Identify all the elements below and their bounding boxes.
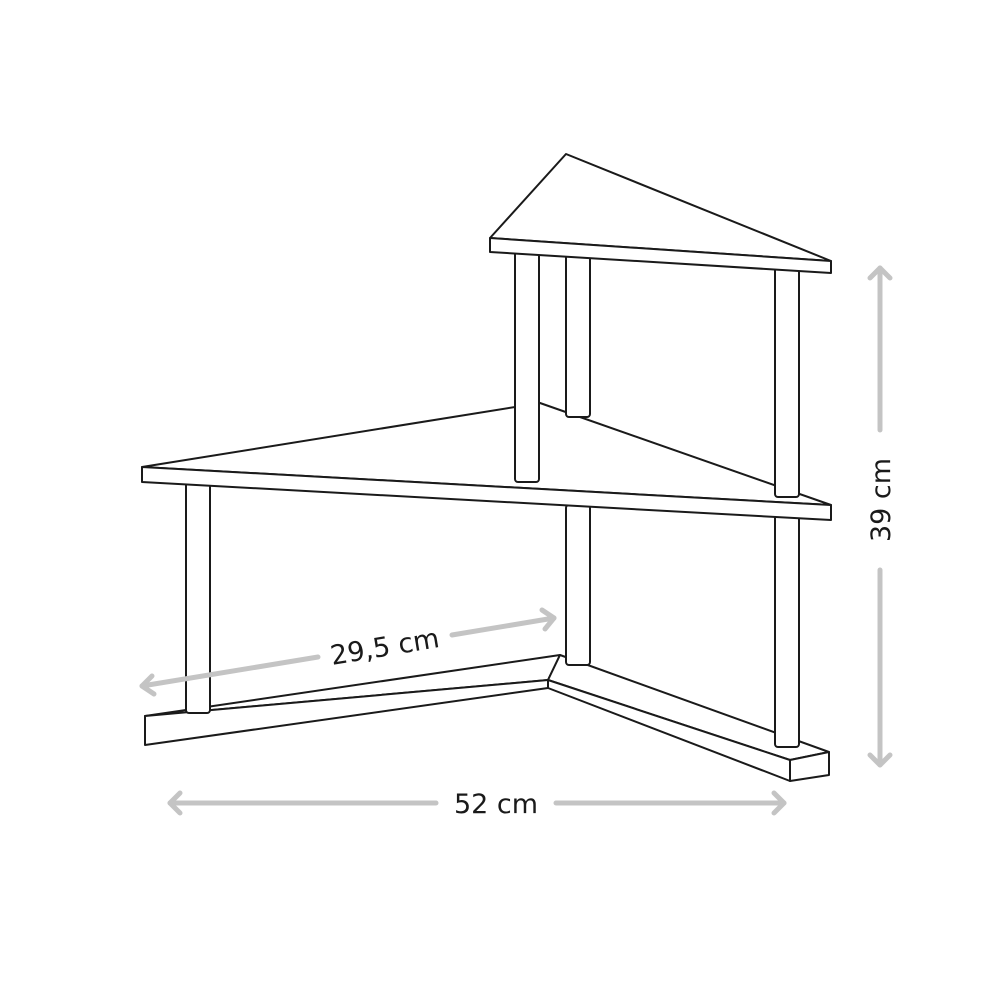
- depth-label: 29,5 cm: [328, 623, 441, 672]
- top-shelf: [489, 153, 832, 274]
- middle-shelf: [141, 402, 832, 521]
- base-frame: [144, 654, 830, 782]
- lower-posts: [185, 479, 800, 748]
- depth-dimension-arrow: [139, 607, 557, 697]
- width-label: 52 cm: [454, 789, 538, 820]
- height-dimension-arrow: [867, 265, 893, 768]
- height-label: 39 cm: [866, 458, 897, 542]
- width-dimension-arrow: [167, 790, 787, 816]
